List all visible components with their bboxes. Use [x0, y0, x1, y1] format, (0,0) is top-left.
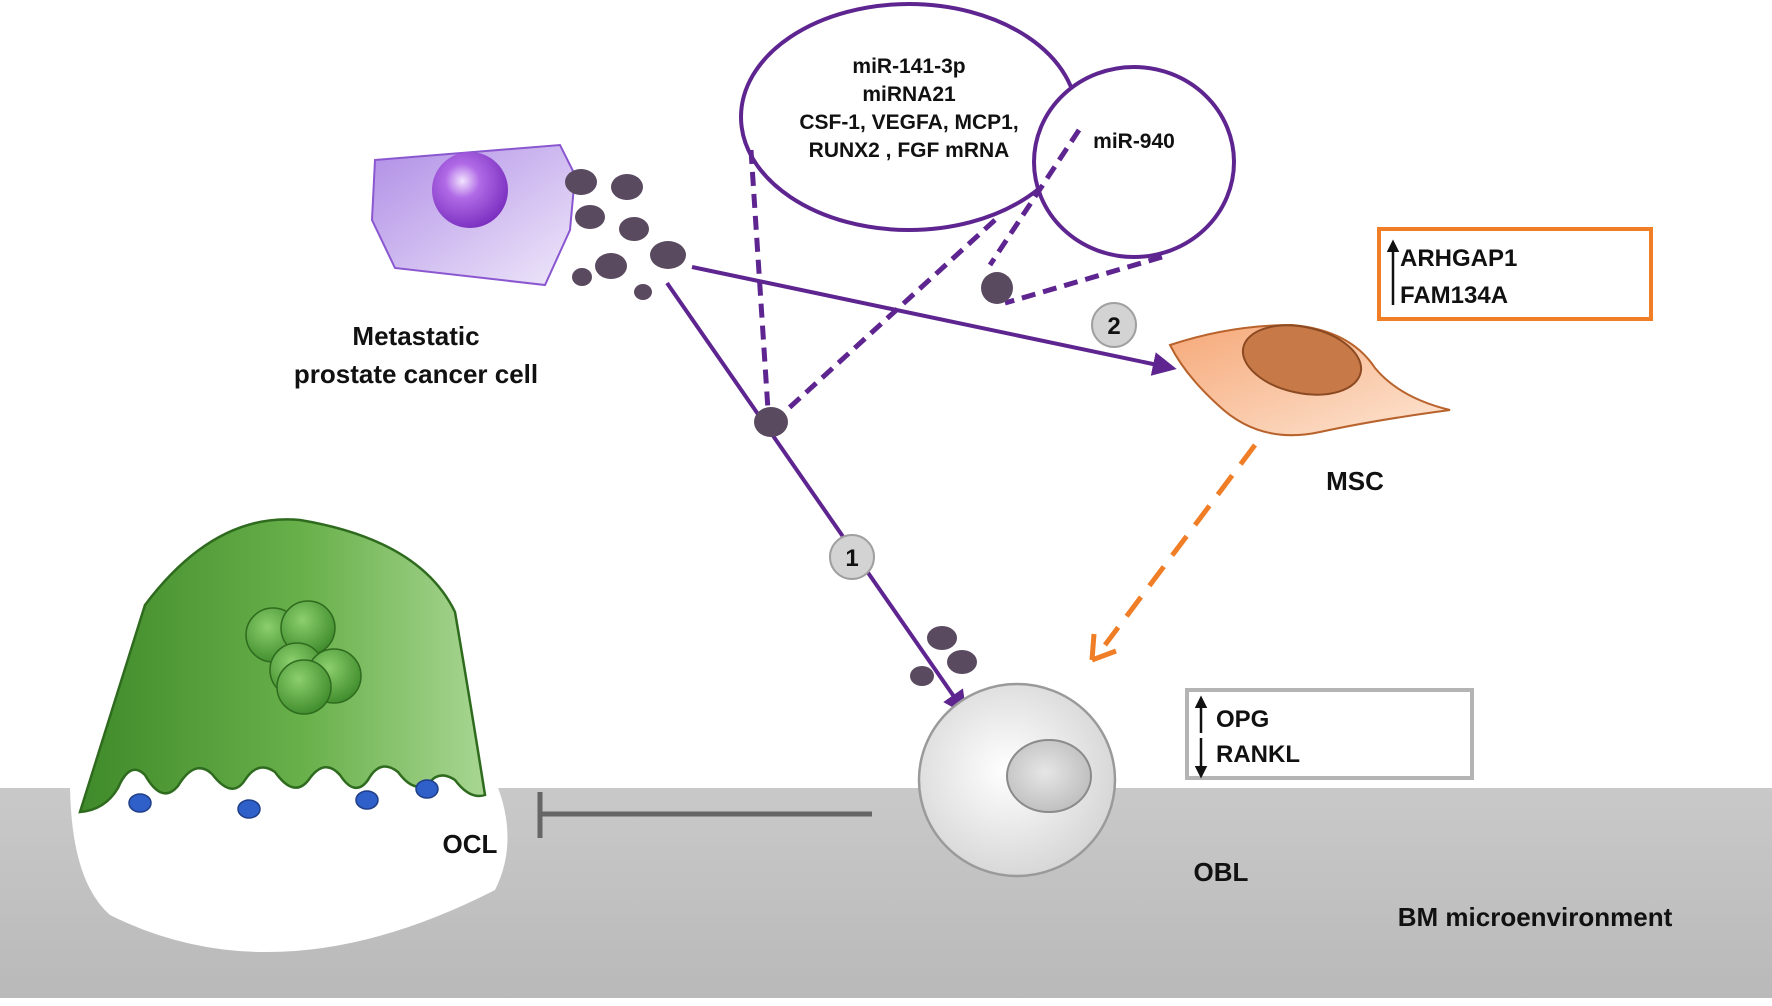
msc-gene-2: FAM134A	[1400, 282, 1508, 309]
vesicle-1-cargo-4: RUNX2 , FGF mRNA	[809, 139, 1010, 162]
cancer-cell	[370, 143, 577, 287]
vesicle-2-cargo-1: miR-940	[1093, 130, 1175, 153]
vesicle-1-cargo-1: miR-141-3p	[852, 55, 965, 78]
ocl-cell	[78, 518, 487, 814]
pathway-1-marker: 1	[829, 534, 875, 580]
zoom-line-vesicle-1-right	[776, 218, 997, 420]
pathway-2-marker: 2	[1091, 302, 1137, 348]
obl-label: OBL	[1194, 857, 1249, 887]
zoom-line-vesicle-2-left	[987, 128, 1082, 267]
obl-gene-2: RANKL	[1216, 741, 1300, 768]
obl-exosomes	[910, 626, 977, 686]
pathway-1-exosome	[754, 407, 788, 437]
vesicle-2-cargo-circle	[1032, 65, 1236, 259]
msc-gene-1: ARHGAP1	[1400, 245, 1517, 272]
cancer-cell-label-1: Metastatic	[352, 321, 479, 351]
msc-gene-box	[1377, 227, 1653, 321]
ocl-label: OCL	[443, 829, 498, 859]
bm-microenvironment-label: BM microenvironment	[1398, 902, 1673, 932]
mir940-exosome	[981, 272, 1013, 304]
pathway-2-arrow	[691, 265, 1177, 376]
cancer-cell-nucleus	[432, 152, 508, 228]
vesicle-1-cargo-3: CSF-1, VEGFA, MCP1,	[799, 111, 1018, 134]
vesicle-1-cargo-2: miRNA21	[862, 83, 956, 106]
cancer-cell-label-2: prostate cancer cell	[294, 359, 538, 389]
svg-text:2: 2	[1107, 313, 1120, 340]
msc-cell	[1168, 323, 1451, 437]
resorption-pit	[70, 780, 508, 953]
obl-gene-box	[1185, 688, 1474, 780]
pathway-1-arrow	[665, 281, 967, 715]
msc-nucleus	[1241, 324, 1363, 396]
released-exosomes	[565, 169, 686, 300]
obl-gene-1: OPG	[1216, 706, 1269, 733]
zoom-line-vesicle-2-right	[1004, 254, 1163, 306]
obl-nucleus	[1006, 739, 1092, 813]
msc-to-obl-arrowhead	[1089, 633, 1117, 663]
msc-to-obl-arrow	[1103, 443, 1257, 647]
svg-text:1: 1	[845, 545, 858, 572]
msc-label: MSC	[1326, 466, 1384, 496]
ocl-resorption-dots	[128, 779, 439, 819]
